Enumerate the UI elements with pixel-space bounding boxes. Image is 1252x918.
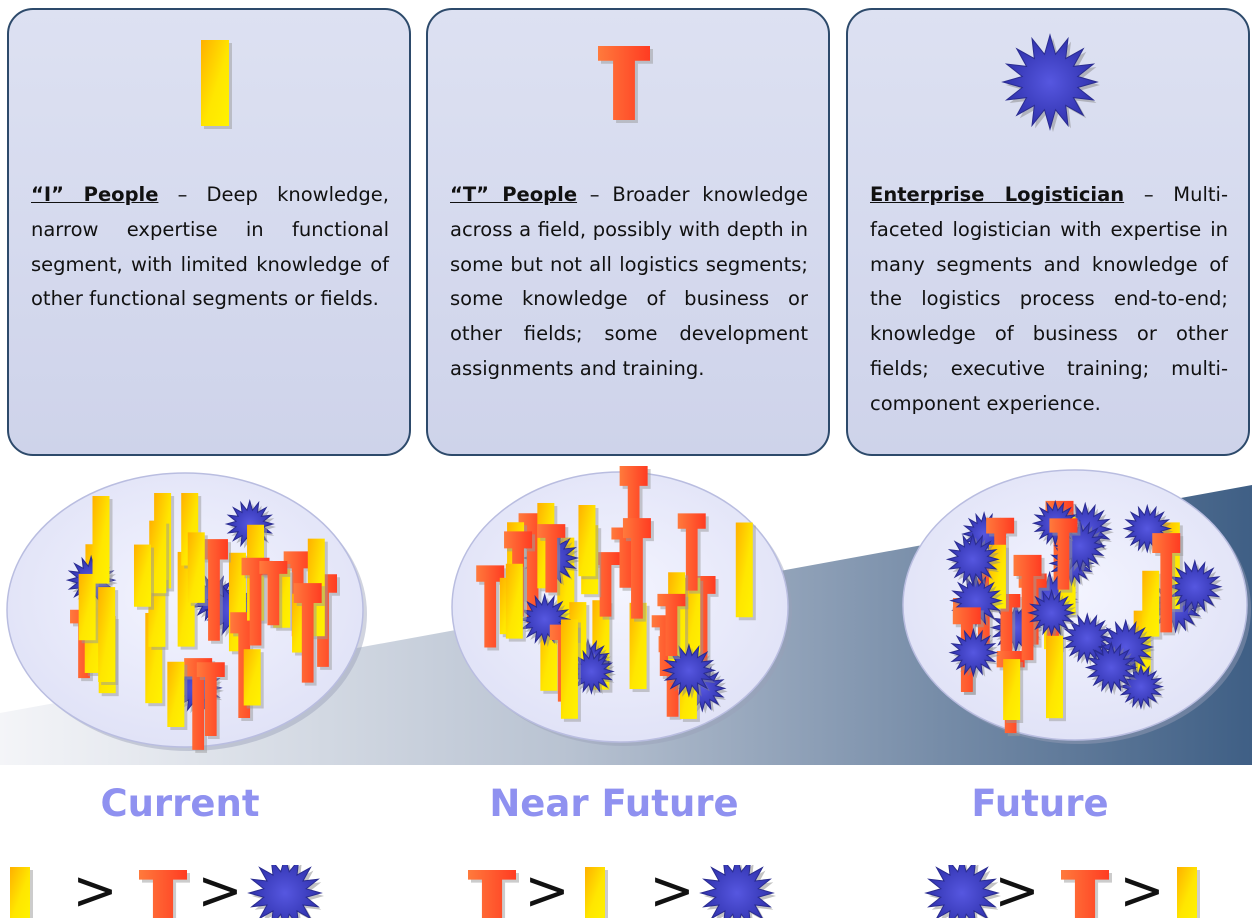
i-bar-icon <box>578 504 599 580</box>
i-bar-icon <box>1177 867 1200 918</box>
t-shape-icon <box>1061 870 1112 918</box>
group-oval-current <box>6 472 367 753</box>
star-burst-icon <box>1001 33 1100 132</box>
t-shape-icon <box>611 527 643 591</box>
star-burst-icon <box>699 865 776 918</box>
t-shape-icon <box>518 513 550 627</box>
rank-current: >> <box>10 865 324 918</box>
card-i-people: “I” People – Deep knowledge, narrow expe… <box>7 8 411 456</box>
i-bar-icon <box>133 544 154 610</box>
greater-than-sign: > <box>197 865 242 918</box>
i-bar-icon <box>243 649 264 709</box>
t-shape-icon <box>468 870 519 918</box>
stage-label-current: Current <box>100 782 260 825</box>
card-description: Enterprise Logistician – Multi-faceted l… <box>870 183 1228 415</box>
i-bar-icon <box>78 573 99 644</box>
t-shape-icon <box>598 46 653 123</box>
card-description: “I” People – Deep knowledge, narrow expe… <box>31 183 389 311</box>
progression-scene <box>0 466 1252 765</box>
star-burst-icon <box>247 865 324 918</box>
card-term: “T” People <box>450 183 578 206</box>
t-shape-icon <box>139 870 190 918</box>
card-description: “T” People – Broader knowledge across a … <box>450 183 808 380</box>
greater-than-sign: > <box>649 865 694 918</box>
rank-future: >> <box>924 865 1200 918</box>
card-enterprise-logistician: Enterprise Logistician – Multi-faceted l… <box>846 8 1250 456</box>
stage-label-near-future: Near Future <box>489 782 739 825</box>
t-shape-icon <box>184 658 216 753</box>
i-bar-icon <box>505 563 526 642</box>
i-bar-icon <box>1045 635 1066 722</box>
t-shape-icon <box>598 46 653 123</box>
t-shape-icon <box>1013 554 1045 664</box>
card-term: Enterprise Logistician <box>870 183 1125 206</box>
t-shape-icon <box>657 593 689 660</box>
group-oval-future <box>902 469 1251 744</box>
t-shape-icon <box>677 513 709 594</box>
i-bar-icon <box>98 587 119 685</box>
i-bar-icon <box>92 496 113 587</box>
card-term: “I” People <box>31 183 159 206</box>
i-bar-icon <box>201 40 232 129</box>
greater-than-sign: > <box>72 865 117 918</box>
i-bar-icon <box>585 867 608 918</box>
greater-than-sign: > <box>524 865 569 918</box>
star-burst-icon <box>948 627 1000 679</box>
t-shape-icon <box>1152 533 1184 636</box>
stage-label-future: Future <box>971 782 1109 825</box>
greater-than-sign: > <box>994 865 1039 918</box>
star-burst-icon <box>1027 588 1078 639</box>
t-shape-icon <box>476 565 508 651</box>
star-burst-icon <box>1001 33 1100 132</box>
i-bar-icon <box>1003 659 1024 723</box>
t-shape-icon <box>199 539 231 644</box>
t-shape-icon <box>241 557 273 649</box>
i-bar-icon <box>1142 570 1163 640</box>
star-burst-icon <box>945 532 1001 588</box>
t-shape-icon <box>1049 518 1081 593</box>
greater-than-sign: > <box>1119 865 1164 918</box>
star-burst-icon <box>924 865 1001 918</box>
t-shape-icon <box>293 583 325 686</box>
star-burst-icon <box>1167 559 1224 616</box>
star-burst-icon <box>1084 641 1139 696</box>
i-bar-icon <box>167 661 188 730</box>
t-shape-icon <box>537 524 569 596</box>
t-shape-icon <box>591 552 623 620</box>
i-bar-icon <box>629 602 650 693</box>
i-bar-icon <box>560 619 581 722</box>
i-bar-icon <box>10 867 33 918</box>
i-bar-icon <box>735 522 756 621</box>
i-bar-icon <box>187 532 208 606</box>
t-shape-icon <box>992 594 1024 665</box>
group-oval-near-future <box>451 466 792 746</box>
i-bar-icon <box>201 40 232 129</box>
t-shape-icon <box>622 518 654 622</box>
t-shape-icon <box>259 560 291 629</box>
rank-near-future: >> <box>468 865 776 918</box>
t-shape-icon <box>196 662 228 740</box>
card-t-people: “T” People – Broader knowledge across a … <box>426 8 830 456</box>
